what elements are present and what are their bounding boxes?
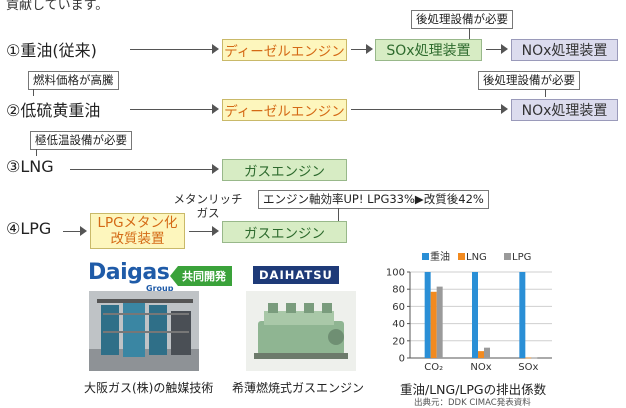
bar-LPG-CO₂ [436,286,443,358]
legend-label-2: LPG [512,252,531,263]
legend-swatch-1 [458,253,465,260]
row2-arrow2-head [501,104,508,114]
bar-重油-CO₂ [424,272,431,358]
row1-arrow-head [212,44,219,54]
row4-lpg-box-line2: 改質装置 [110,231,165,247]
row4-gas-label: メタンリッチ ガス [170,192,246,220]
row4-lpg-box: LPGメタン化 改質装置 [90,213,185,249]
x-tick-label-1: NOx [470,362,491,373]
bar-LPG-SOx [531,357,538,359]
gas-engine-image [246,291,356,371]
chart-title: 重油/LNG/LPGの排出係数 [400,382,547,397]
row1-engine-box: ディーゼルエンジン [222,39,347,61]
catalyst-caption: 大阪ガス(株)の触媒技術 [84,381,214,395]
row4-label: ④LPG [6,219,52,238]
daigas-logo: Daigas Group [88,260,173,293]
y-tick-label-3: 60 [392,302,405,313]
row2-arrow-head [212,104,219,114]
row4-note: エンジン軸効率UP! LPG33%▶改質後42% [258,190,489,209]
row2-nox-box: NOx処理装置 [511,99,618,121]
chart-bars [424,272,538,359]
row1-nox-box: NOx処理装置 [511,39,618,61]
co-development-badge: 共同開発 [170,266,232,286]
row3-engine-box: ガスエンジン [222,159,347,181]
row1-label: ①重油(従来) [6,41,97,60]
y-tick-label-1: 20 [392,336,405,347]
bar-LNG-SOx [525,357,532,359]
row4-gas-label-line1: メタンリッチ [173,192,243,206]
gas-engine-caption: 希薄燃焼式ガスエンジン [232,381,365,395]
chart-legend: 重油 LNG LPG [422,250,531,263]
row1-note: 後処理設備が必要 [411,10,513,29]
catalyst-equipment-image [89,291,199,371]
row4-note-connector [338,208,339,221]
row2-note: 後処理設備が必要 [478,71,580,90]
row2-arrow-line [130,109,212,110]
row2-engine-box: ディーゼルエンジン [222,99,347,121]
row1-arrow2-head [366,44,373,54]
x-tick-label-0: CO₂ [424,362,443,373]
x-tick-label-2: SOx [518,362,538,373]
legend-swatch-0 [422,253,429,260]
row4-arrow-head [80,226,87,236]
y-tick-label-0: 0 [399,354,405,365]
row3-note-left-connector [36,149,37,156]
row3-arrow-line [70,169,212,170]
y-tick-label-4: 80 [392,285,405,296]
row1-note-connector [469,28,470,40]
row3-note-left: 極低温設備が必要 [30,131,132,150]
catalyst-equipment-photo [89,291,199,371]
row4-engine-box: ガスエンジン [222,221,347,243]
top-clipped-text: 貢献しています。 [6,0,109,13]
row1-arrow3-head [501,44,508,54]
row1-arrow2-line [351,49,367,50]
daihatsu-logo: DAIHATSU [253,266,339,284]
legend-label-1: LNG [466,252,487,263]
row4-arrow-line [63,231,81,232]
bar-LNG-NOx [478,351,484,358]
row2-note-connector [545,89,546,97]
row1-arrow-line [130,49,212,50]
chart-source: 出典元：DDK CIMAC発表資料 [414,398,531,408]
row4-arrow2-line [189,231,212,232]
bar-LPG-NOx [484,347,490,358]
row4-lpg-box-line1: LPGメタン化 [97,215,178,231]
bar-LNG-CO₂ [430,291,437,358]
row4-gas-label-line2: ガス [196,206,220,220]
row1-sox-box: SOx処理装置 [375,39,482,61]
row1-arrow3-line [486,49,502,50]
row2-note-left-connector [33,89,34,96]
row3-arrow-head [212,164,219,174]
y-tick-label-5: 100 [386,268,405,279]
row4-arrow2-head [212,226,219,236]
daigas-group-text: Group [146,284,174,293]
gas-engine-photo [246,291,356,371]
bar-重油-SOx [519,272,526,358]
row2-arrow2-line [351,109,502,110]
daigas-logo-text: Daigas [88,260,170,285]
bar-重油-NOx [472,272,478,358]
legend-label-0: 重油 [430,250,450,263]
row2-label: ②低硫黄重油 [6,101,101,120]
y-tick-label-2: 40 [392,319,405,330]
row3-label: ③LNG [6,157,54,176]
row2-note-left: 燃料価格が高騰 [28,71,119,90]
legend-swatch-2 [504,253,511,260]
